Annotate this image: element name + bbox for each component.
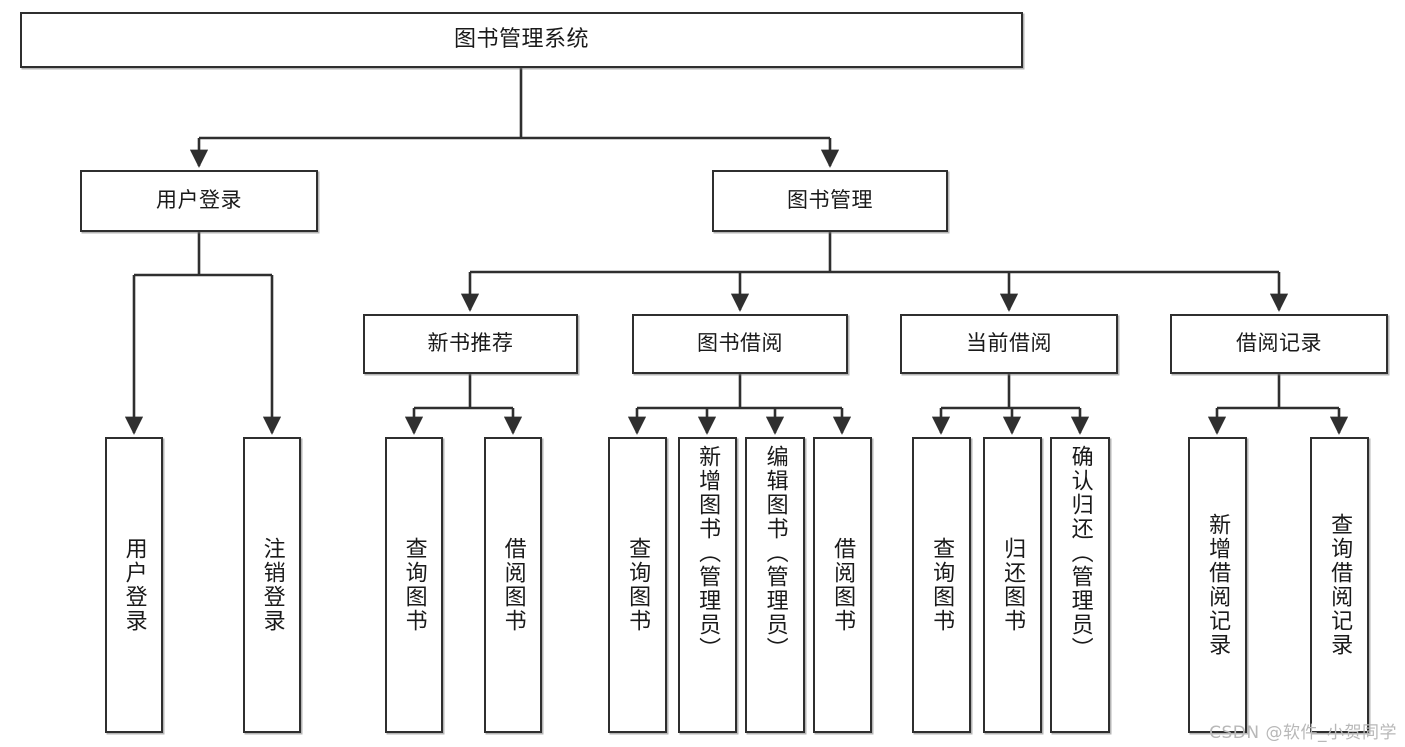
leaf-borrow-book-recommend-label: 借阅图书 bbox=[500, 537, 526, 633]
leaf-add-borrow-record-label: 新增借阅记录 bbox=[1205, 513, 1231, 657]
leaf-borrow-book-label: 借阅图书 bbox=[830, 537, 856, 633]
node-book-management-label: 图书管理 bbox=[787, 188, 873, 213]
leaf-query-book-recommend[interactable]: 查询图书 bbox=[385, 437, 443, 733]
leaf-user-login[interactable]: 用户登录 bbox=[105, 437, 163, 733]
node-book-borrow-label: 图书借阅 bbox=[697, 331, 783, 356]
leaf-borrow-book[interactable]: 借阅图书 bbox=[813, 437, 872, 733]
leaf-add-book-admin-label: 新增图书（管理员） bbox=[695, 445, 721, 661]
node-root-label: 图书管理系统 bbox=[453, 26, 589, 52]
leaf-edit-book-admin[interactable]: 编辑图书（管理员） bbox=[745, 437, 805, 733]
node-user-login-label: 用户登录 bbox=[156, 188, 242, 213]
leaf-confirm-return-admin-label: 确认归还（管理员） bbox=[1067, 445, 1093, 661]
leaf-query-book-current[interactable]: 查询图书 bbox=[912, 437, 971, 733]
leaf-confirm-return-admin[interactable]: 确认归还（管理员） bbox=[1050, 437, 1110, 733]
node-current-borrow-label: 当前借阅 bbox=[966, 331, 1052, 356]
node-book-management[interactable]: 图书管理 bbox=[712, 170, 948, 232]
leaf-return-book-label: 归还图书 bbox=[1000, 537, 1026, 633]
watermark: CSDN @软件_小贺同学 bbox=[1209, 723, 1397, 743]
node-root[interactable]: 图书管理系统 bbox=[20, 12, 1023, 68]
node-user-login[interactable]: 用户登录 bbox=[80, 170, 318, 232]
node-borrow-records[interactable]: 借阅记录 bbox=[1170, 314, 1388, 374]
node-new-book-recommend[interactable]: 新书推荐 bbox=[363, 314, 578, 374]
node-current-borrow[interactable]: 当前借阅 bbox=[900, 314, 1118, 374]
leaf-edit-book-admin-label: 编辑图书（管理员） bbox=[762, 445, 788, 661]
leaf-query-borrow-record[interactable]: 查询借阅记录 bbox=[1310, 437, 1369, 733]
leaf-logout-label: 注销登录 bbox=[259, 537, 285, 633]
node-borrow-records-label: 借阅记录 bbox=[1236, 331, 1322, 356]
leaf-add-borrow-record[interactable]: 新增借阅记录 bbox=[1188, 437, 1247, 733]
leaf-logout[interactable]: 注销登录 bbox=[243, 437, 301, 733]
leaf-return-book[interactable]: 归还图书 bbox=[983, 437, 1042, 733]
node-new-book-recommend-label: 新书推荐 bbox=[427, 331, 514, 356]
leaf-add-book-admin[interactable]: 新增图书（管理员） bbox=[678, 437, 737, 733]
leaf-user-login-label: 用户登录 bbox=[121, 537, 147, 633]
node-book-borrow[interactable]: 图书借阅 bbox=[632, 314, 848, 374]
leaf-query-borrow-record-label: 查询借阅记录 bbox=[1327, 513, 1353, 657]
leaf-query-book-current-label: 查询图书 bbox=[929, 537, 955, 633]
leaf-query-book-borrow-label: 查询图书 bbox=[625, 537, 651, 633]
leaf-query-book-recommend-label: 查询图书 bbox=[401, 537, 427, 633]
leaf-query-book-borrow[interactable]: 查询图书 bbox=[608, 437, 667, 733]
leaf-borrow-book-recommend[interactable]: 借阅图书 bbox=[484, 437, 542, 733]
